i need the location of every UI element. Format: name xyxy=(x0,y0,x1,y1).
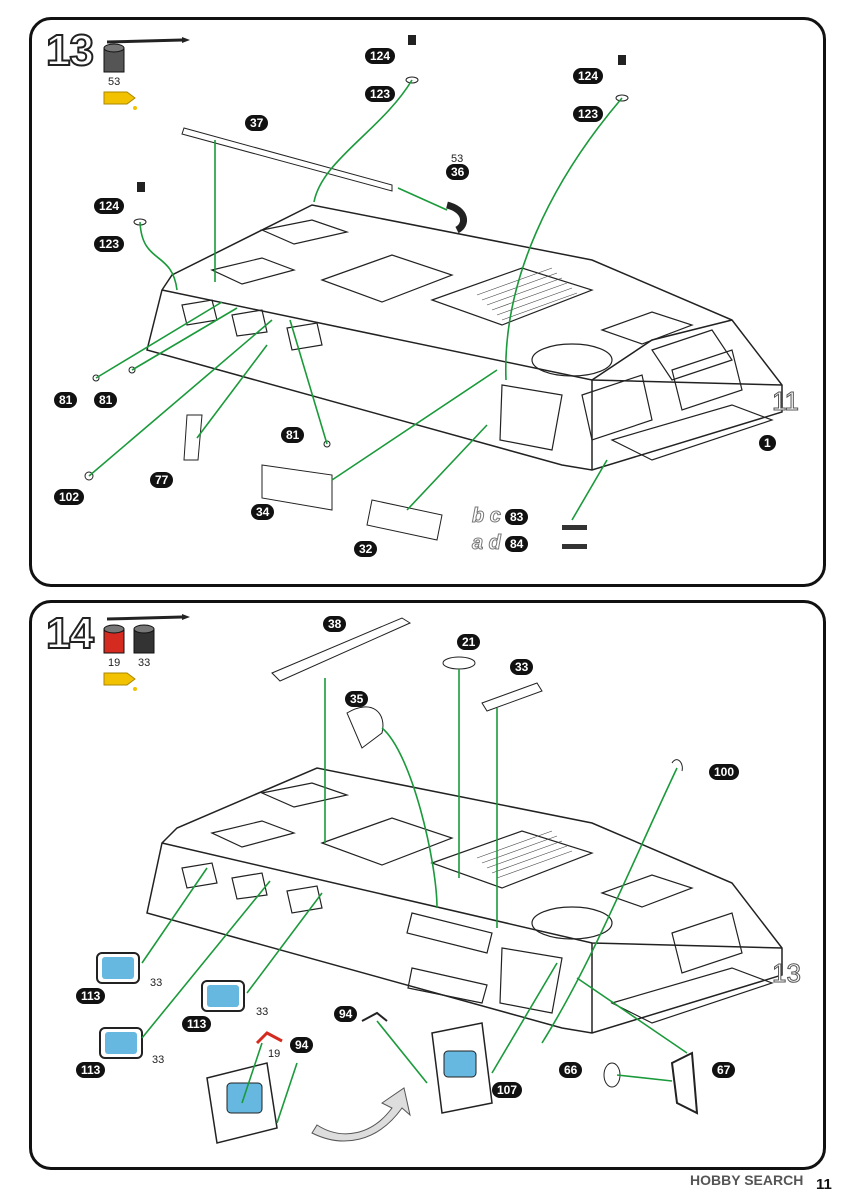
callout-21: 21 xyxy=(457,634,481,650)
paint-code: 33 xyxy=(256,1006,269,1018)
part-107-hatch xyxy=(431,1022,493,1114)
assembly-arrows xyxy=(141,669,688,1124)
step-number: 14 xyxy=(45,608,95,659)
step-14-drawing xyxy=(96,614,783,1144)
callout-35: 35 xyxy=(345,691,369,707)
part-34 xyxy=(261,464,333,511)
step-reference: 11 xyxy=(772,386,800,417)
part-77 xyxy=(183,414,203,461)
part-113-window xyxy=(201,980,245,1012)
callout-77: 77 xyxy=(150,472,174,488)
callout-124: 124 xyxy=(573,68,604,84)
part-32 xyxy=(366,499,443,541)
callout-83: 83 xyxy=(505,509,529,525)
part-35 xyxy=(346,706,384,749)
callout-100: 100 xyxy=(709,764,740,780)
part-113-window xyxy=(96,952,140,984)
paint-code: 53 xyxy=(451,153,464,165)
callout-123: 123 xyxy=(365,86,396,102)
rotate-arrow-icon xyxy=(311,1087,411,1142)
callout-124: 124 xyxy=(365,48,396,64)
callout-81: 81 xyxy=(94,392,118,408)
callout-36: 36 xyxy=(446,164,470,180)
part-21 xyxy=(442,656,476,670)
callout-1: 1 xyxy=(759,435,776,451)
callout-38: 38 xyxy=(323,616,347,632)
part-100 xyxy=(671,759,683,772)
callout-37: 37 xyxy=(245,115,269,131)
paint-can-black-icon xyxy=(133,624,155,654)
decal-83 xyxy=(562,525,587,530)
paintbrush-icon xyxy=(106,614,190,621)
callout-102: 102 xyxy=(54,489,85,505)
paint-code: 53 xyxy=(108,76,121,88)
callout-94: 94 xyxy=(334,1006,358,1022)
decal-84 xyxy=(562,544,587,549)
callout-66: 66 xyxy=(559,1062,583,1078)
callout-123: 123 xyxy=(94,236,125,252)
paint-can-icon xyxy=(103,43,125,73)
paint-can-red-icon xyxy=(103,624,125,654)
callout-124: 124 xyxy=(94,198,125,214)
step-14-panel: 14 xyxy=(29,600,826,1170)
step-13-drawing xyxy=(84,35,783,549)
paint-code: 33 xyxy=(138,657,151,669)
paintbrush-icon xyxy=(106,37,190,44)
assembly-arrows xyxy=(88,79,623,521)
part-94-pin xyxy=(361,1011,388,1022)
callout-113: 113 xyxy=(76,988,106,1004)
paint-code: 19 xyxy=(268,1048,281,1060)
step-13-panel: 13 xyxy=(29,17,826,587)
paint-code: 33 xyxy=(152,1054,165,1066)
part-67-bracket xyxy=(670,1051,699,1115)
part-36-hose xyxy=(445,201,467,234)
callout-33: 33 xyxy=(510,659,534,675)
decal-variant-label: a d xyxy=(472,532,502,555)
callout-81: 81 xyxy=(54,392,78,408)
part-113-window xyxy=(99,1027,143,1059)
callout-107: 107 xyxy=(492,1082,523,1098)
step-number: 13 xyxy=(45,25,95,76)
callout-113: 113 xyxy=(76,1062,106,1078)
part-37-rod xyxy=(181,127,393,192)
paint-code: 19 xyxy=(108,657,121,669)
callout-84: 84 xyxy=(505,536,529,552)
glue-tube-icon xyxy=(103,91,137,110)
hull-body xyxy=(146,204,783,471)
page-number: 11 xyxy=(816,1176,832,1193)
callout-34: 34 xyxy=(251,504,275,520)
glue-tube-icon xyxy=(103,672,137,691)
callout-67: 67 xyxy=(712,1062,736,1078)
callout-113: 113 xyxy=(182,1016,212,1032)
callout-81: 81 xyxy=(281,427,305,443)
paint-code: 33 xyxy=(150,977,163,989)
callout-94: 94 xyxy=(290,1037,314,1053)
step-reference: 13 xyxy=(772,958,802,989)
decal-variant-label: b c xyxy=(472,505,502,528)
watermark-brand: HOBBY SEARCH xyxy=(690,1172,804,1188)
callout-123: 123 xyxy=(573,106,604,122)
part-38 xyxy=(271,617,412,682)
part-33 xyxy=(481,682,543,712)
callout-32: 32 xyxy=(354,541,378,557)
